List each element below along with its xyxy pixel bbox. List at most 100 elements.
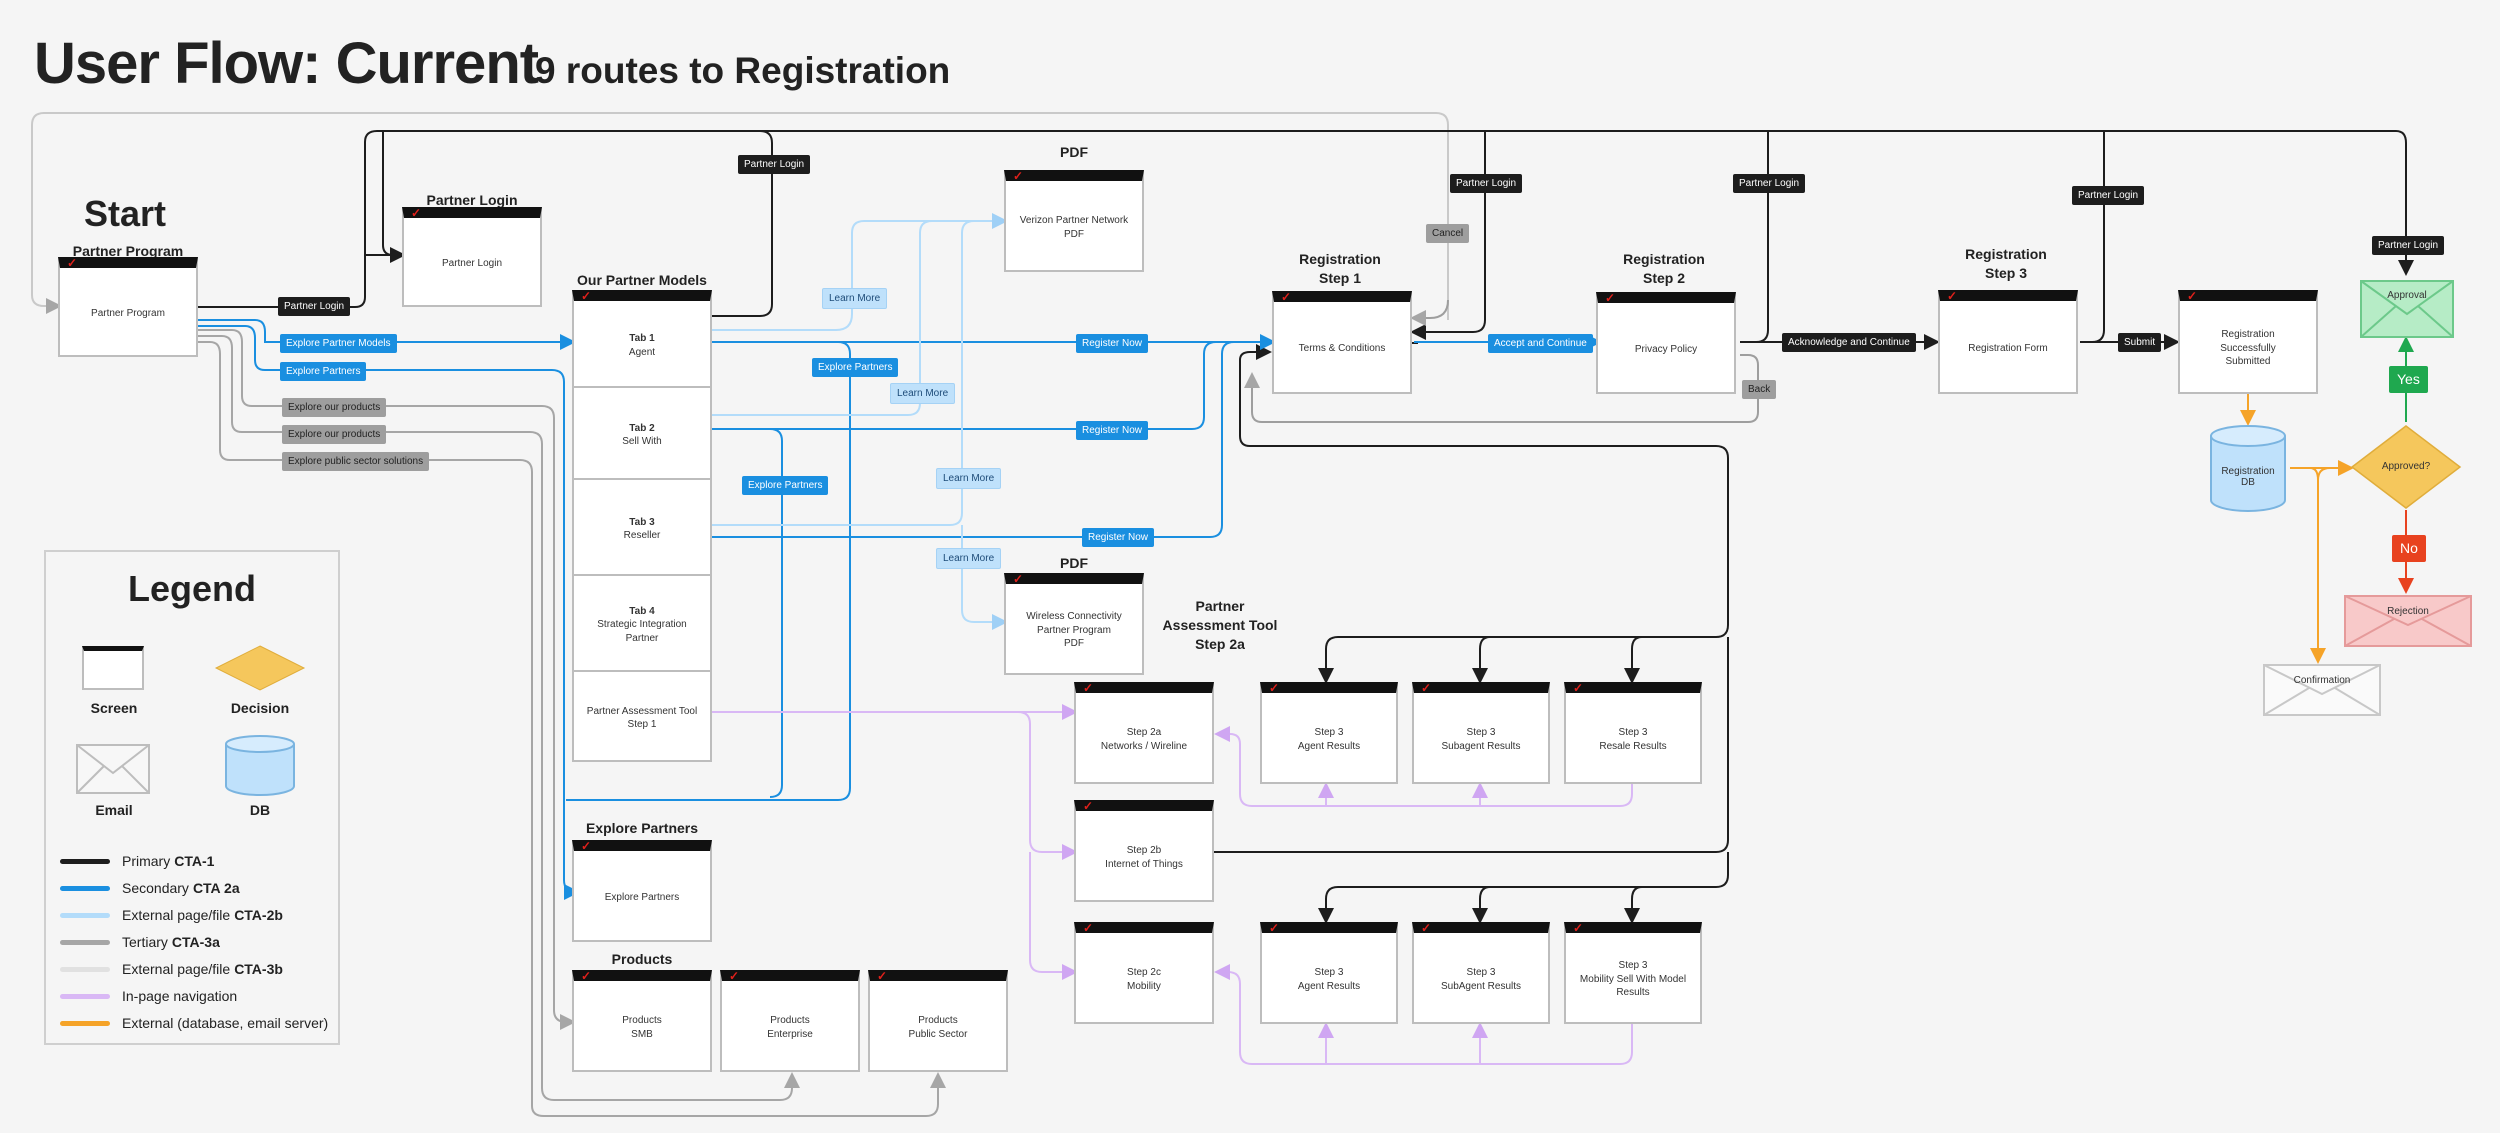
acknowledge-continue-cta[interactable]: Acknowledge and Continue bbox=[1782, 333, 1916, 352]
screen-label: Privacy Policy bbox=[1634, 343, 1698, 355]
step3-subagent-results-mobility-screen[interactable]: Step 3 SubAgent Results bbox=[1412, 920, 1550, 1024]
step3-mobility-sell-with-screen[interactable]: Step 3 Mobility Sell With Model Results bbox=[1564, 920, 1702, 1024]
partner-login-cta[interactable]: Partner Login bbox=[278, 297, 351, 316]
partner-login-cta[interactable]: Partner Login bbox=[2372, 236, 2445, 255]
explore-public-sector-cta[interactable]: Explore public sector solutions bbox=[282, 452, 430, 471]
screen-label: Step 3 Resale Results bbox=[1599, 727, 1667, 752]
step2a-networks-screen[interactable]: Step 2a Networks / Wireline bbox=[1074, 680, 1214, 784]
tab-title: Tab 2 bbox=[629, 422, 655, 434]
legend-line-swatch bbox=[60, 993, 110, 999]
tab-subtitle: Reseller bbox=[623, 530, 661, 541]
learn-more-cta[interactable]: Learn More bbox=[822, 288, 888, 309]
products-smb-screen[interactable]: Products SMB bbox=[572, 968, 712, 1072]
legend-decision-icon bbox=[214, 645, 306, 691]
legend-line-item: In-page navigation bbox=[60, 987, 237, 1005]
partner-program-screen[interactable]: Partner Program bbox=[58, 255, 198, 357]
register-now-cta[interactable]: Register Now bbox=[1082, 528, 1155, 547]
step3-agent-results-mobility-screen[interactable]: Step 3 Agent Results bbox=[1260, 920, 1398, 1024]
accept-continue-cta[interactable]: Accept and Continue bbox=[1488, 334, 1593, 353]
legend-email-icon bbox=[76, 744, 150, 794]
rejection-email-label: Rejection bbox=[2387, 606, 2429, 617]
screen-label: Step 2b Internet of Things bbox=[1105, 845, 1183, 870]
screen-label: Products Public Sector bbox=[908, 1015, 968, 1040]
partner-login-cta[interactable]: Partner Login bbox=[2072, 186, 2145, 205]
submit-cta[interactable]: Submit bbox=[2118, 333, 2162, 352]
page-subtitle: 9 routes to Registration bbox=[535, 50, 951, 91]
confirmation-email-icon bbox=[2263, 664, 2381, 716]
back-cta[interactable]: Back bbox=[1742, 380, 1777, 399]
legend-line-code: CTA-3b bbox=[234, 961, 283, 977]
learn-more-cta[interactable]: Learn More bbox=[890, 383, 956, 404]
partner-login-cta[interactable]: Partner Login bbox=[1450, 174, 1523, 193]
explore-partners-cta[interactable]: Explore Partners bbox=[280, 362, 367, 381]
legend-decision-label: Decision bbox=[230, 700, 290, 716]
learn-more-cta[interactable]: Learn More bbox=[936, 548, 1002, 569]
registration-step2-heading: Registration Step 2 bbox=[1623, 251, 1705, 286]
screen-label: Step 3 Agent Results bbox=[1297, 727, 1361, 752]
legend-line-code: CTA 2a bbox=[192, 880, 240, 896]
step2c-mobility-screen[interactable]: Step 2c Mobility bbox=[1074, 920, 1214, 1024]
register-now-cta[interactable]: Register Now bbox=[1076, 334, 1149, 353]
screen-label: Step 2a Networks / Wireline bbox=[1100, 727, 1188, 752]
products-public-sector-screen[interactable]: Products Public Sector bbox=[868, 968, 1008, 1072]
screen-label: Registration Successfully Submitted bbox=[2220, 329, 2276, 368]
tab-subtitle: Strategic Integration Partner bbox=[597, 619, 687, 644]
screen-label: Registration Form bbox=[1968, 342, 2048, 354]
explore-partners-cta[interactable]: Explore Partners bbox=[812, 358, 899, 377]
partner-login-cta[interactable]: Partner Login bbox=[1733, 174, 1806, 193]
pdf-verizon-network-screen[interactable]: Verizon Partner Network PDF bbox=[1004, 168, 1144, 272]
registration-db-icon bbox=[2210, 425, 2286, 512]
step2b-iot-screen[interactable]: Step 2b Internet of Things bbox=[1074, 798, 1214, 902]
no-branch-label: No bbox=[2392, 535, 2426, 563]
partner-login-screen[interactable]: Partner Login bbox=[402, 205, 542, 307]
cancel-cta[interactable]: Cancel bbox=[1426, 224, 1470, 243]
partner-assessment-step1-screen[interactable]: Partner Assessment Tool Step 1 bbox=[572, 670, 712, 762]
page-title: User Flow: Current bbox=[34, 31, 539, 96]
partner-login-cta[interactable]: Partner Login bbox=[738, 155, 811, 174]
explore-partners-screen[interactable]: Explore Partners bbox=[572, 838, 712, 942]
approval-email-icon bbox=[2360, 280, 2454, 338]
legend-db-icon bbox=[225, 735, 295, 796]
screen-label: Partner Program bbox=[91, 307, 165, 319]
yes-branch-label: Yes bbox=[2389, 366, 2428, 394]
step3-subagent-results-screen[interactable]: Step 3 Subagent Results bbox=[1412, 680, 1550, 784]
registration-submitted-screen[interactable]: Registration Successfully Submitted bbox=[2178, 288, 2318, 394]
explore-partner-models-cta[interactable]: Explore Partner Models bbox=[280, 334, 397, 353]
tab-subtitle: Sell With bbox=[622, 436, 662, 447]
pdf-wireless-connectivity-screen[interactable]: Wireless Connectivity Partner Program PD… bbox=[1004, 571, 1144, 675]
products-enterprise-screen[interactable]: Products Enterprise bbox=[720, 968, 860, 1072]
registration-form-screen[interactable]: Registration Form bbox=[1938, 288, 2078, 394]
privacy-policy-screen[interactable]: Privacy Policy bbox=[1596, 290, 1736, 394]
products-heading: Products bbox=[611, 951, 673, 967]
partner-program-heading: Partner Program bbox=[72, 243, 184, 259]
start-heading: Start bbox=[84, 193, 167, 234]
step3-agent-results-screen[interactable]: Step 3 Agent Results bbox=[1260, 680, 1398, 784]
explore-products-cta[interactable]: Explore our products bbox=[282, 398, 387, 417]
step3-resale-results-screen[interactable]: Step 3 Resale Results bbox=[1564, 680, 1702, 784]
learn-more-cta[interactable]: Learn More bbox=[936, 468, 1002, 489]
terms-conditions-screen[interactable]: Terms & Conditions bbox=[1272, 289, 1412, 394]
screen-label: Products Enterprise bbox=[767, 1015, 813, 1040]
rejection-email-icon bbox=[2344, 595, 2472, 647]
legend-line-text: In-page navigation bbox=[122, 988, 238, 1004]
registration-step1-heading: Registration Step 1 bbox=[1299, 251, 1381, 286]
explore-partners-cta[interactable]: Explore Partners bbox=[742, 476, 829, 495]
legend-line-swatch bbox=[60, 912, 110, 918]
explore-products-cta[interactable]: Explore our products bbox=[282, 425, 387, 444]
screen-label: Verizon Partner Network PDF bbox=[1019, 215, 1129, 240]
registration-step3-heading: Registration Step 3 bbox=[1965, 246, 2047, 281]
screen-label: Partner Assessment Tool Step 1 bbox=[586, 705, 698, 731]
register-now-cta[interactable]: Register Now bbox=[1076, 421, 1149, 440]
tab2-sell-with-screen[interactable]: Tab 2 Sell With bbox=[572, 386, 712, 480]
screen-label: Wireless Connectivity Partner Program PD… bbox=[1026, 611, 1122, 650]
legend-email-label: Email bbox=[95, 802, 133, 818]
